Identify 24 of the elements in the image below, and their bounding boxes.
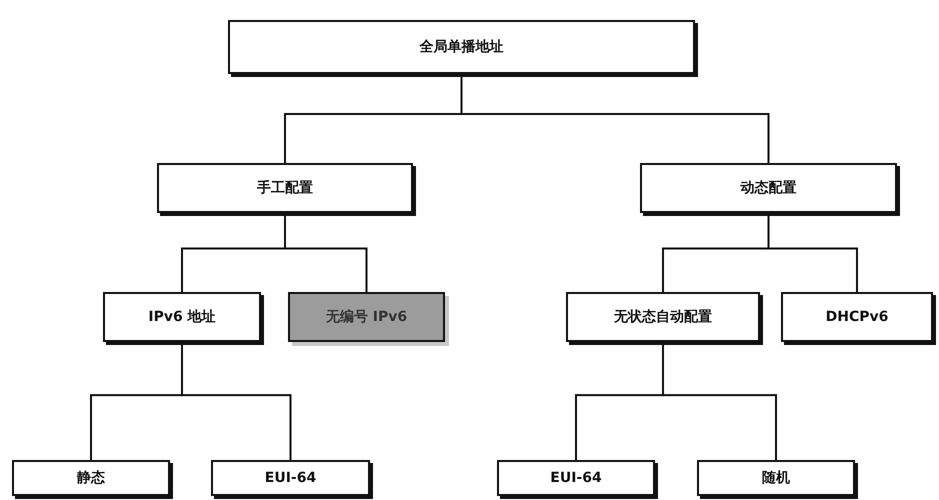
box-label: 无状态自动配置 [614,308,712,326]
box-label: 静态 [77,469,105,487]
process-box [497,460,655,496]
box-label: EUI-64 [264,470,316,486]
box-label: 随机 [762,469,790,487]
process-box [157,163,413,213]
connector-line [768,213,858,292]
connector-line [460,74,770,163]
box-label: 全局单播地址 [420,38,504,56]
process-box [228,20,695,74]
process-box [566,292,760,342]
process-box [640,163,897,213]
connector-line [284,213,368,292]
process-box [781,292,933,342]
process-box [697,460,855,496]
process-box [12,460,170,496]
box-label: DHCPv6 [826,309,888,325]
process-box [211,460,370,496]
box-label: 动态配置 [740,179,796,197]
process-box [103,292,261,342]
box-label: 手工配置 [257,179,313,197]
box-label: 无编号 IPv6 [326,308,408,326]
box-label: IPv6 地址 [148,308,216,326]
box-label: EUI-64 [550,470,602,486]
